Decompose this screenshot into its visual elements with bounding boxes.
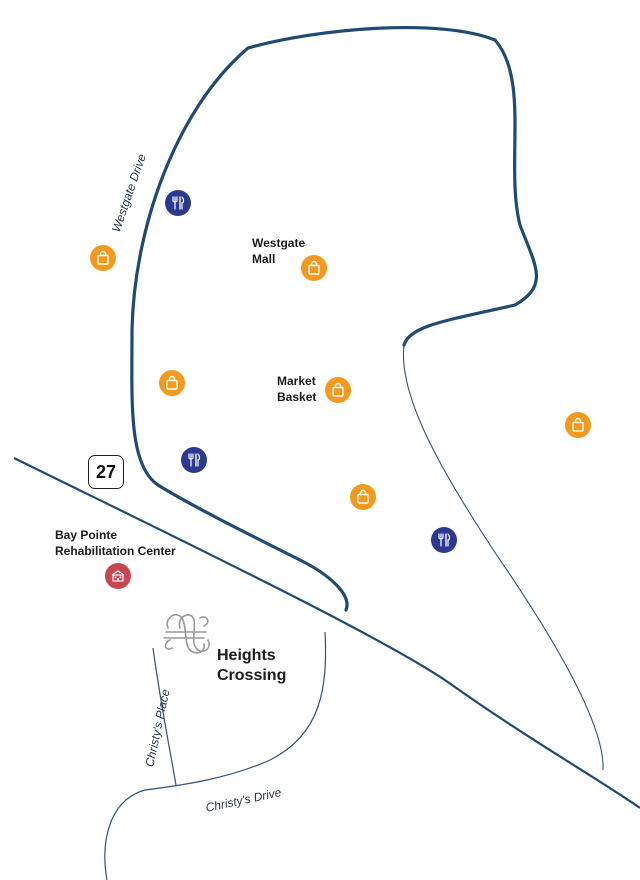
- shopping-bag-icon: [357, 489, 369, 504]
- fork-knife-icon: [438, 533, 451, 547]
- poi-dine-3[interactable]: [431, 527, 457, 553]
- christys-place-road: [152, 647, 177, 786]
- fork-knife-icon: [172, 196, 185, 210]
- christys-drive-road: [104, 631, 327, 880]
- shopping-bag-icon: [332, 382, 344, 397]
- poi-dine-2[interactable]: [181, 447, 207, 473]
- place-label-market-basket: Market Basket: [277, 374, 317, 404]
- place-label-westgate-mall: Westgate Mall: [252, 236, 306, 266]
- place-label-bay-pointe: Bay Pointe Rehabilitation Center: [55, 528, 176, 558]
- poi-shop-6[interactable]: [350, 484, 376, 510]
- poi-shop-4[interactable]: [325, 377, 351, 403]
- shopping-bag-icon: [572, 417, 584, 432]
- shopping-bag-icon: [166, 375, 178, 390]
- poi-dine-1[interactable]: [165, 190, 191, 216]
- poi-shop-3[interactable]: [159, 370, 185, 396]
- heights-crossing-logo: [163, 613, 210, 654]
- poi-shop-5[interactable]: [565, 412, 591, 438]
- shopping-bag-icon: [97, 250, 109, 265]
- fork-knife-icon: [188, 453, 201, 467]
- highway-27-shield: 27: [88, 455, 124, 489]
- shopping-bag-icon: [308, 260, 320, 275]
- hospital-icon: [111, 570, 125, 582]
- poi-shop-2[interactable]: [301, 255, 327, 281]
- brand-label-heights-crossing: Heights Crossing: [217, 647, 287, 684]
- route-27-road: [13, 457, 640, 809]
- poi-medical-1[interactable]: [105, 563, 131, 589]
- east-connector-road: [402, 344, 604, 771]
- poi-shop-1[interactable]: [90, 245, 116, 271]
- westgate-drive-road: [130, 25, 539, 612]
